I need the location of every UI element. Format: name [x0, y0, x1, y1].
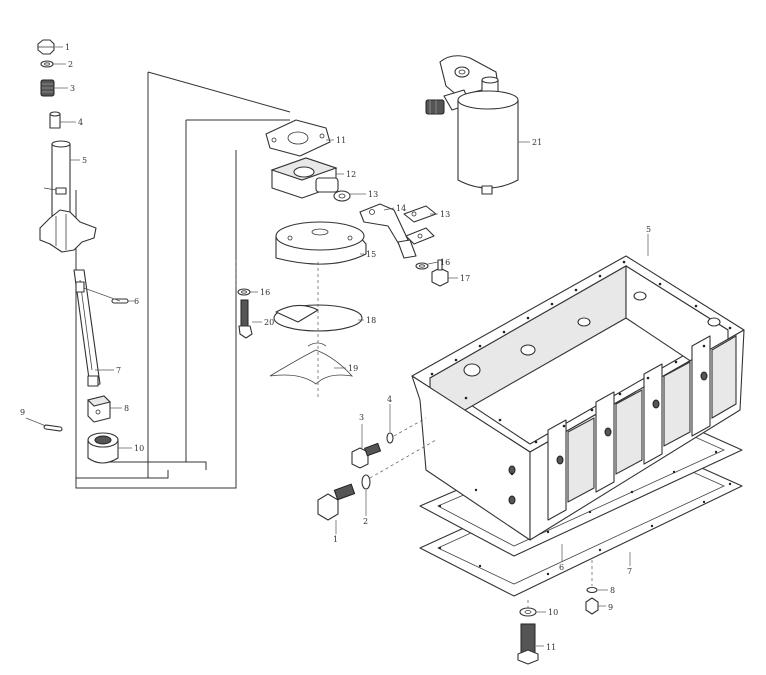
- gasket-part: [265, 119, 331, 157]
- coupling-block-part: [86, 395, 112, 423]
- callout-15: 15: [366, 250, 376, 259]
- small-pin-part: [43, 424, 63, 432]
- bolt-17-part: [431, 259, 449, 287]
- bolt-20-part: [238, 299, 253, 339]
- pan-callout-4: 4: [387, 395, 392, 404]
- sleeve-part: [49, 111, 61, 129]
- nut-part: [37, 39, 55, 55]
- callout-7: 7: [116, 366, 121, 375]
- pump-leader-lines: [250, 139, 458, 369]
- pan-callout-8: 8: [610, 586, 615, 595]
- pump-housing-part: [270, 157, 339, 199]
- callout-3: 3: [70, 84, 75, 93]
- washer-16-part: [237, 262, 429, 296]
- drive-column-part: [39, 140, 97, 253]
- callout-6: 6: [134, 297, 139, 306]
- pan-callout-1: 1: [333, 535, 338, 544]
- side-bolt-upper: [351, 417, 427, 469]
- callout-19: 19: [348, 364, 358, 373]
- pan-callout-5: 5: [646, 225, 651, 234]
- pan-callout-3: 3: [359, 413, 364, 422]
- callout-16a: 16: [440, 258, 450, 267]
- pump-base-part: [275, 221, 367, 265]
- fitting-part: [333, 190, 351, 202]
- bushing-part: [40, 79, 55, 97]
- fuel-filter-part: 21: [425, 55, 542, 195]
- callout-2: 2: [68, 60, 73, 69]
- callout-10: 10: [134, 444, 144, 453]
- callout-1: 1: [65, 43, 70, 52]
- callout-13a: 13: [368, 190, 378, 199]
- spring-clip-part: [269, 342, 354, 385]
- drive-cup-part: [87, 432, 119, 464]
- callout-4: 4: [78, 118, 83, 127]
- pan-callout-9: 9: [608, 603, 613, 612]
- callout-5: 5: [82, 156, 87, 165]
- drain-plug-parts: [517, 560, 599, 665]
- callout-9: 9: [20, 408, 25, 417]
- side-plate-part: [403, 205, 437, 245]
- pan-callout-11: 11: [546, 643, 556, 652]
- shaft-assembly: 1 2 3 4 5 6 7 8 9 10: [20, 39, 291, 489]
- washer-part: [40, 60, 54, 68]
- callout-8: 8: [124, 404, 129, 413]
- pan-leader-lines: [335, 234, 649, 647]
- callout-16b: 16: [260, 288, 270, 297]
- callout-20: 20: [264, 318, 274, 327]
- pan-callout-7: 7: [627, 567, 632, 576]
- callout-17: 17: [460, 274, 470, 283]
- callout-11: 11: [336, 136, 346, 145]
- assembly-outline: [75, 71, 291, 489]
- shaft-leader-lines: [25, 46, 134, 449]
- shaft-part: [73, 269, 101, 387]
- callout-18: 18: [366, 316, 376, 325]
- bracket-part: [359, 203, 417, 259]
- pump-head-assembly: 11 12 13 14 13 15 16 17 16 20 18 19: [235, 119, 470, 400]
- pan-callout-10: 10: [548, 608, 558, 617]
- callout-13b: 13: [440, 210, 450, 219]
- pan-callout-6: 6: [559, 563, 564, 572]
- oil-pan-assembly: 5 3 4 1 2 6 7 8 9 10 11: [317, 225, 745, 665]
- oil-pan-body: [411, 255, 745, 576]
- callout-14: 14: [396, 204, 406, 213]
- pan-callout-2: 2: [363, 517, 368, 526]
- side-bolt-lower: [317, 439, 437, 521]
- callout-12: 12: [346, 170, 356, 179]
- callout-21: 21: [532, 138, 542, 147]
